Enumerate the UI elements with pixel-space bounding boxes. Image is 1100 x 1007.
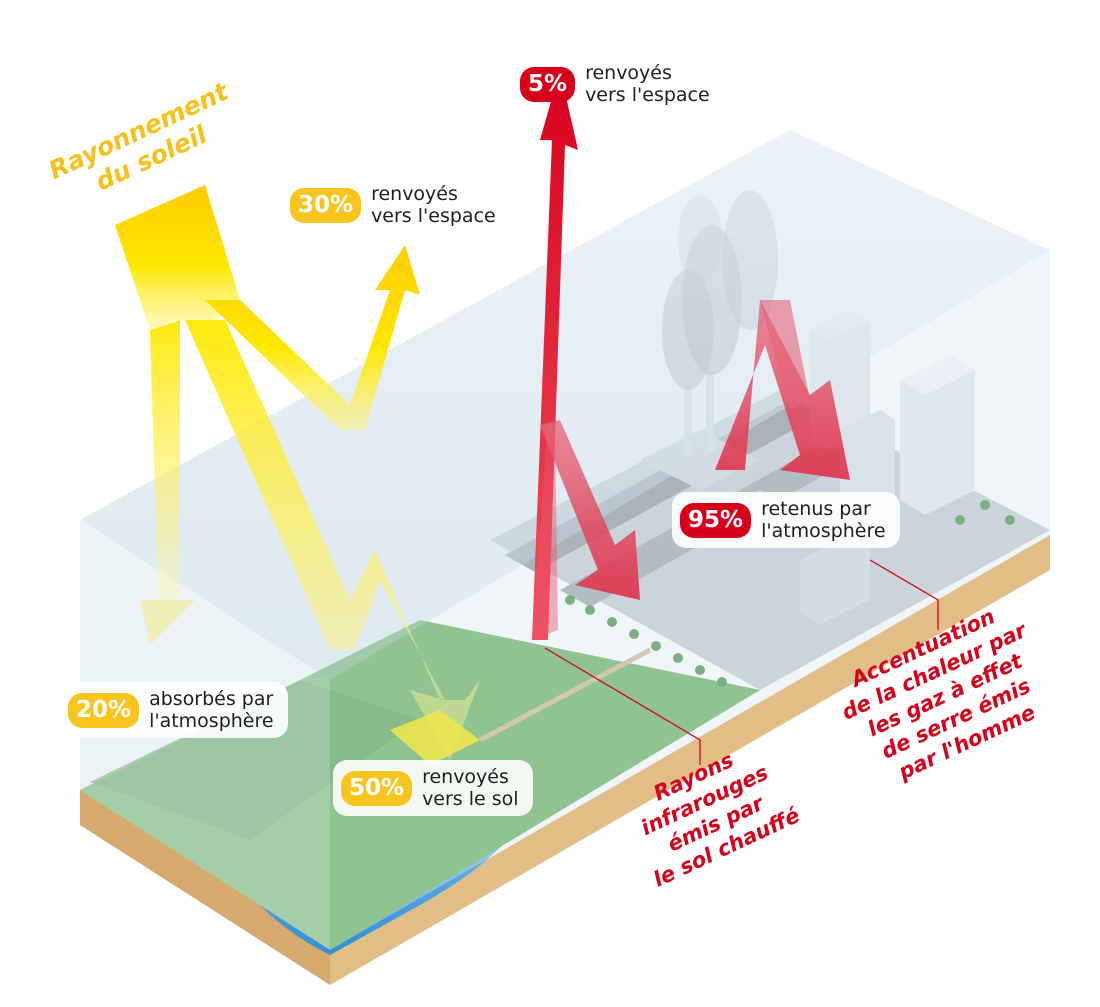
label-30-space: 30% renvoyés vers l'espace [290, 183, 496, 227]
text-5-line-1: renvoyés [585, 62, 672, 84]
label-5-space: 5% renvoyés vers l'espace [520, 62, 710, 106]
value-badge-5: 5% [520, 66, 576, 102]
value-badge-95: 95% [680, 502, 752, 538]
infrared-arrows [532, 70, 850, 640]
sun-radiation-arrows [115, 185, 480, 765]
text-50-line-2: vers le sol [422, 788, 519, 810]
value-badge-50: 50% [341, 770, 413, 806]
text-95-line-2: l'atmosphère [761, 520, 886, 542]
text-20: absorbés par l'atmosphère [149, 688, 274, 732]
street-trees [565, 500, 1015, 687]
text-95: retenus par l'atmosphère [761, 498, 886, 542]
label-95-retained: 95% retenus par l'atmosphère [672, 492, 900, 548]
text-20-line-1: absorbés par [149, 688, 274, 710]
label-20-absorbed: 20% absorbés par l'atmosphère [60, 682, 288, 738]
text-30-line-2: vers l'espace [371, 205, 496, 227]
value-badge-20: 20% [68, 692, 140, 728]
label-50-ground: 50% renvoyés vers le sol [333, 760, 533, 816]
value-badge-30: 30% [290, 187, 362, 223]
footpath [478, 647, 652, 743]
text-5-line-2: vers l'espace [585, 84, 710, 106]
leader-lines [544, 559, 939, 765]
text-20-line-2: l'atmosphère [149, 710, 274, 732]
text-30: renvoyés vers l'espace [371, 183, 496, 227]
text-50: renvoyés vers le sol [422, 766, 519, 810]
text-95-line-1: retenus par [761, 498, 871, 520]
text-50-line-1: renvoyés [422, 766, 509, 788]
text-30-line-1: renvoyés [371, 183, 458, 205]
soil-side-face [330, 535, 1050, 985]
text-5: renvoyés vers l'espace [585, 62, 710, 106]
soil-front-face [80, 790, 330, 985]
